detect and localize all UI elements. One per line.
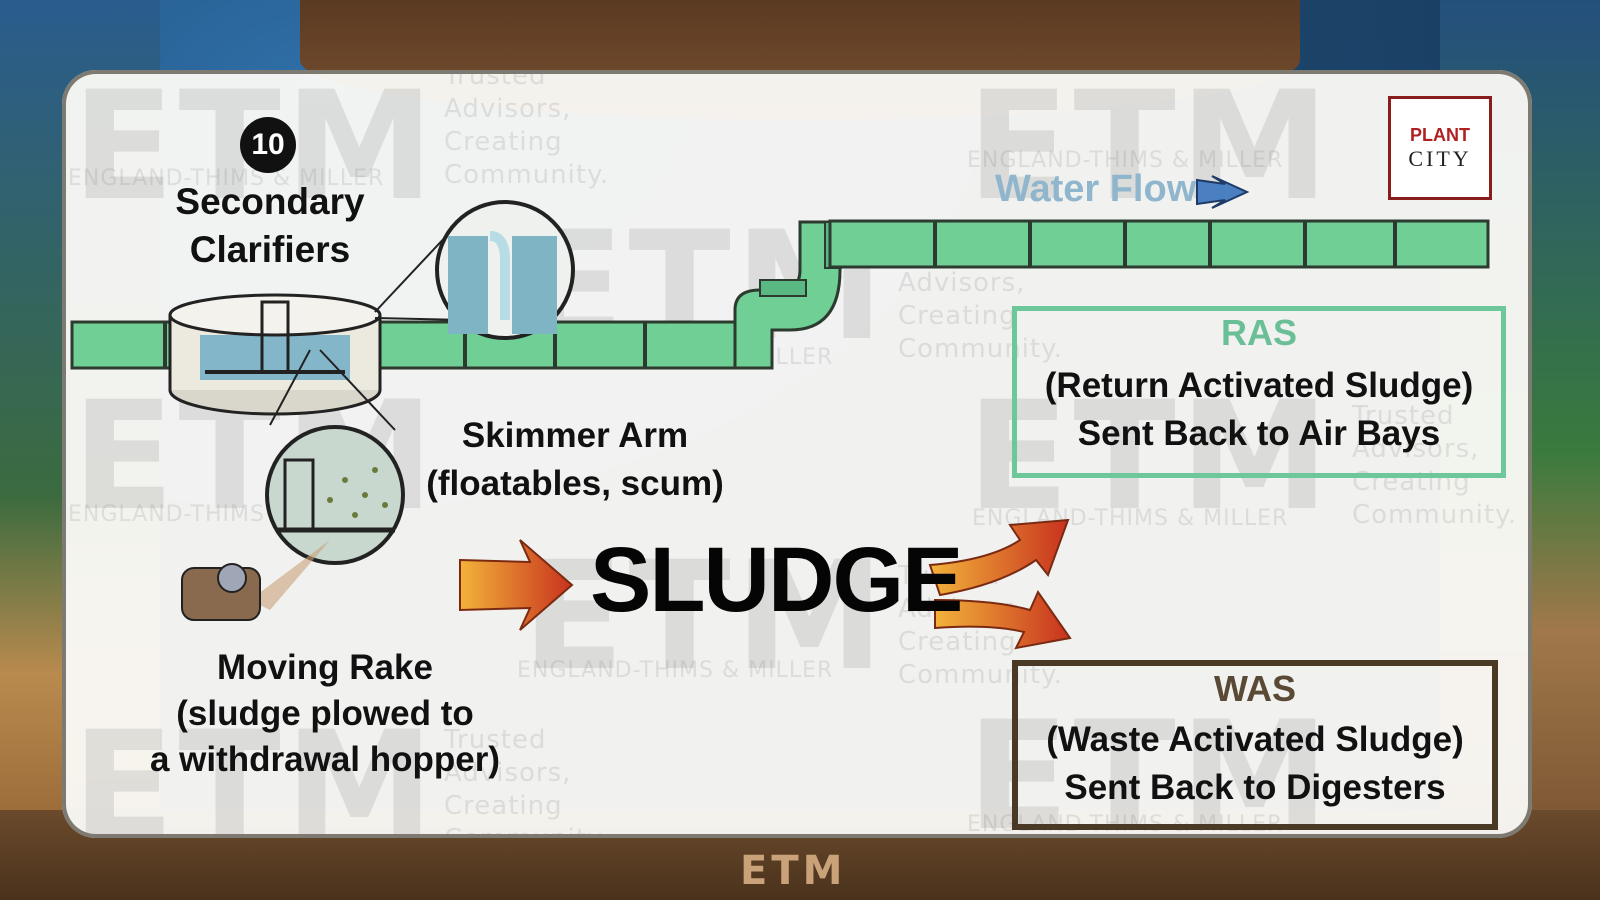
watermark-firm: ENGLAND-THIMS & MILLER <box>68 166 385 191</box>
was-description: (Waste Activated Sludge) Sent Back to Di… <box>1046 720 1464 807</box>
watermark-firm: ENGLAND-THIMS & MILLER <box>967 148 1284 173</box>
water-flow-label: Water Flow <box>995 168 1197 210</box>
sludge-label: SLUDGE <box>590 529 963 631</box>
watermark-logo: ETM <box>967 70 1334 234</box>
skimmer-arm-label: Skimmer Arm (floatables, scum) <box>426 416 724 503</box>
section-title: Secondary Clarifiers <box>175 181 365 270</box>
water-flow-arrow-icon <box>1196 175 1250 209</box>
watermark-logo: ETM <box>72 700 439 838</box>
zoom-weir <box>374 200 575 340</box>
pipe-upper <box>828 219 1490 269</box>
pipe-riser <box>733 220 842 370</box>
watermark-logo: ETM <box>522 530 889 704</box>
watermark-logo: ETM <box>967 370 1334 544</box>
ras-description: (Return Activated Sludge) Sent Back to A… <box>1044 366 1474 453</box>
plant-city-logo: PLANT CITY <box>1388 96 1492 200</box>
footer-etm-logo: ETM <box>740 848 847 894</box>
ras-box <box>1012 306 1506 478</box>
step-number-badge: 10 <box>240 117 296 173</box>
sloth-in-armchair-illustration <box>181 540 330 621</box>
clarifier-tank <box>168 293 382 416</box>
watermark-logo: ETM <box>967 690 1334 838</box>
moving-rake-label: Moving Rake (sludge plowed to a withdraw… <box>149 648 501 779</box>
sludge-input-arrow <box>459 539 574 631</box>
ras-arrow <box>928 518 1070 597</box>
was-arrow <box>934 589 1072 650</box>
ras-heading: RAS <box>1220 312 1297 353</box>
was-heading: WAS <box>1213 668 1296 709</box>
zoom-rake <box>265 349 405 565</box>
slide-panel: ETM ENGLAND-THIMS & MILLER ETM ENGLAND-T… <box>62 70 1532 838</box>
watermark-firm: ENGLAND-THIMS & MILLER <box>517 658 834 683</box>
was-box <box>1012 660 1498 830</box>
